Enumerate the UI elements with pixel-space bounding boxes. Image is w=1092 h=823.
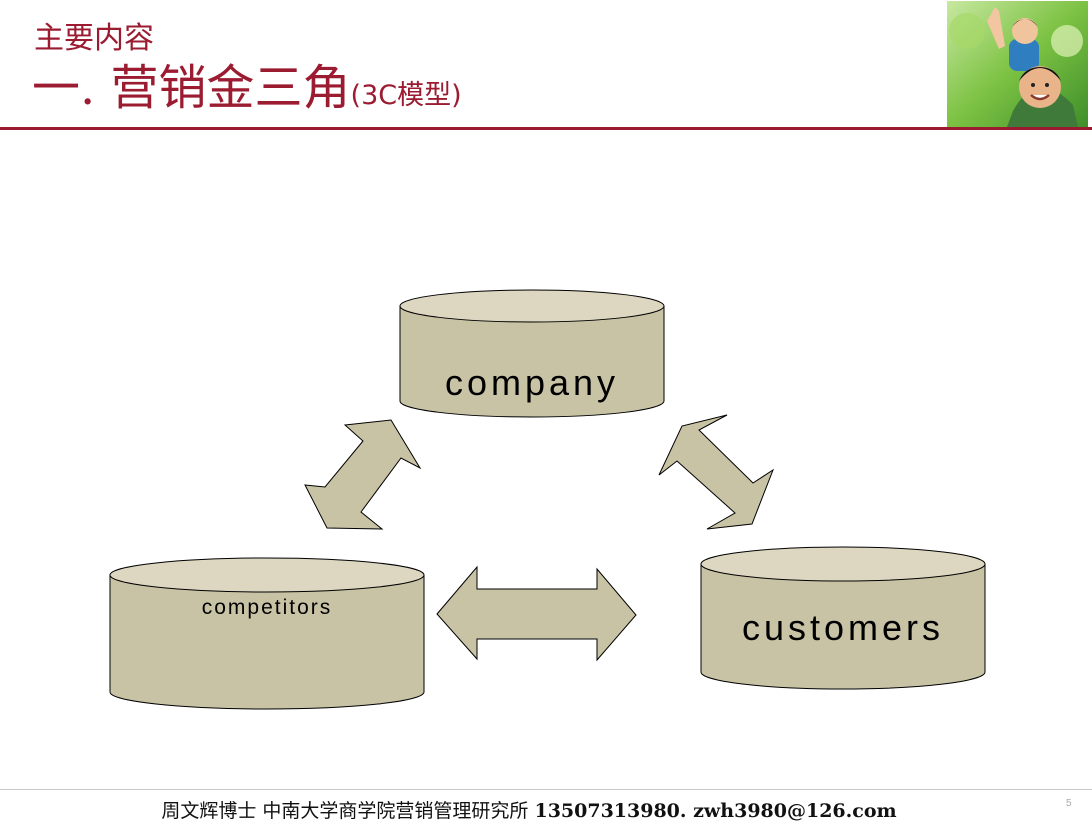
company-cylinder [399,289,665,418]
header-photo [947,1,1088,127]
arrow-company-competitors-shape [304,419,422,530]
page-number: 5 [1066,798,1072,809]
footer: 周文辉博士 中南大学商学院营销管理研究所 13507313980. zwh398… [0,796,1058,823]
customers-cylinder [700,546,986,690]
subtitle: 主要内容 [34,21,154,56]
node-label-competitors: competitors [202,596,333,619]
node-label-company: company [445,362,619,403]
footer-divider [0,789,1092,790]
arrow-competitors-customers [436,565,637,662]
footer-contact: 13507313980. zwh3980@126.com [534,800,897,822]
competitors-cylinder [109,557,425,710]
page-title-main: 一. 营销金三角 [32,60,351,116]
page-title-paren: (3C模型) [350,80,462,111]
page-title: 一. 营销金三角(3C模型) [32,64,462,112]
title-divider [0,127,1092,130]
arrow-company-customers-shape [658,414,775,530]
node-label-customers: customers [742,607,944,648]
footer-author-org: 周文辉博士 中南大学商学院营销管理研究所 [161,800,529,822]
